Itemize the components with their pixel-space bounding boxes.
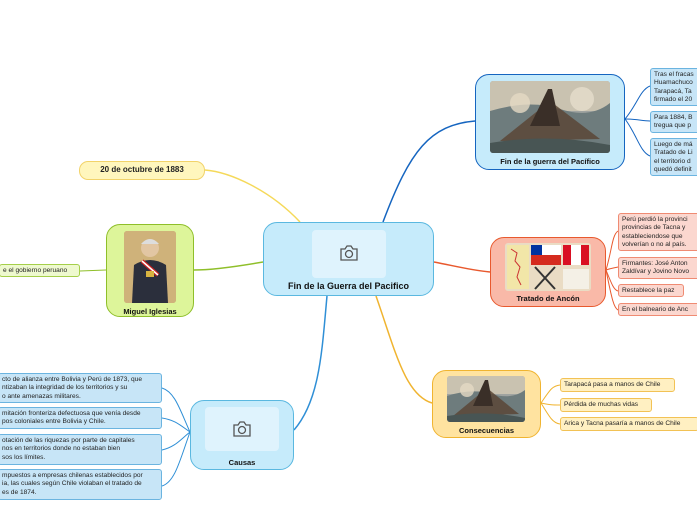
fin-guerra-topic[interactable]: Fin de la guerra del Pacífico: [475, 74, 625, 170]
iglesias-label: Miguel Iglesias: [123, 307, 177, 316]
fin-guerra-item[interactable]: Luego de má Tratado de Li el territorio …: [650, 138, 697, 176]
causas-item[interactable]: mpuestos a empresas chilenas establecido…: [0, 469, 162, 500]
portrait-image: [124, 231, 176, 303]
ancon-item[interactable]: Restablece la paz: [618, 284, 684, 297]
consecuencias-item[interactable]: Arica y Tacna pasaría a manos de Chile: [560, 417, 697, 431]
camera-icon: [233, 421, 251, 437]
ancon-topic[interactable]: Tratado de Ancón: [490, 237, 606, 307]
consecuencias-item[interactable]: Tarapacá pasa a manos de Chile: [560, 378, 675, 392]
causas-item[interactable]: otación de las riquezas por parte de cap…: [0, 434, 162, 465]
consecuencias-label: Consecuencias: [458, 426, 515, 435]
causas-label: Causas: [228, 458, 256, 467]
battle-painting-image: [447, 376, 525, 422]
causas-topic[interactable]: Causas: [190, 400, 294, 470]
causas-item[interactable]: mitación fronteriza defectuosa que venía…: [0, 407, 162, 429]
treaty-flags-image: [505, 243, 591, 291]
ancon-label: Tratado de Ancón: [516, 294, 580, 303]
camera-icon: [340, 245, 358, 261]
central-topic-label: Fin de la Guerra del Pacifico: [287, 281, 410, 291]
ancon-item[interactable]: En el balneario de Anc: [618, 303, 697, 316]
image-placeholder: [205, 407, 279, 451]
date-topic[interactable]: 20 de octubre de 1883: [79, 161, 205, 180]
fin-guerra-item[interactable]: Para 1884, B tregua que p: [650, 111, 697, 133]
central-topic[interactable]: Fin de la Guerra del Pacifico: [263, 222, 434, 296]
consecuencias-topic[interactable]: Consecuencias: [432, 370, 541, 438]
fin-guerra-item[interactable]: Tras el fracas Huamachuco Tarapacá, Ta f…: [650, 68, 697, 106]
ancon-item[interactable]: Firmantes: José Anton Zaldívar y Jovino …: [618, 257, 697, 279]
iglesias-leaf[interactable]: e el gobierno peruano: [0, 264, 80, 277]
battle-painting-image: [490, 81, 610, 153]
image-placeholder: [312, 230, 386, 278]
consecuencias-item[interactable]: Pérdida de muchas vidas: [560, 398, 652, 412]
fin-guerra-label: Fin de la guerra del Pacífico: [500, 157, 600, 166]
ancon-item[interactable]: Perú perdió la provinci provincias de Ta…: [618, 213, 697, 251]
iglesias-topic[interactable]: Miguel Iglesias: [106, 224, 194, 317]
causas-item[interactable]: cto de alianza entre Bolivia y Perú de 1…: [0, 373, 162, 403]
